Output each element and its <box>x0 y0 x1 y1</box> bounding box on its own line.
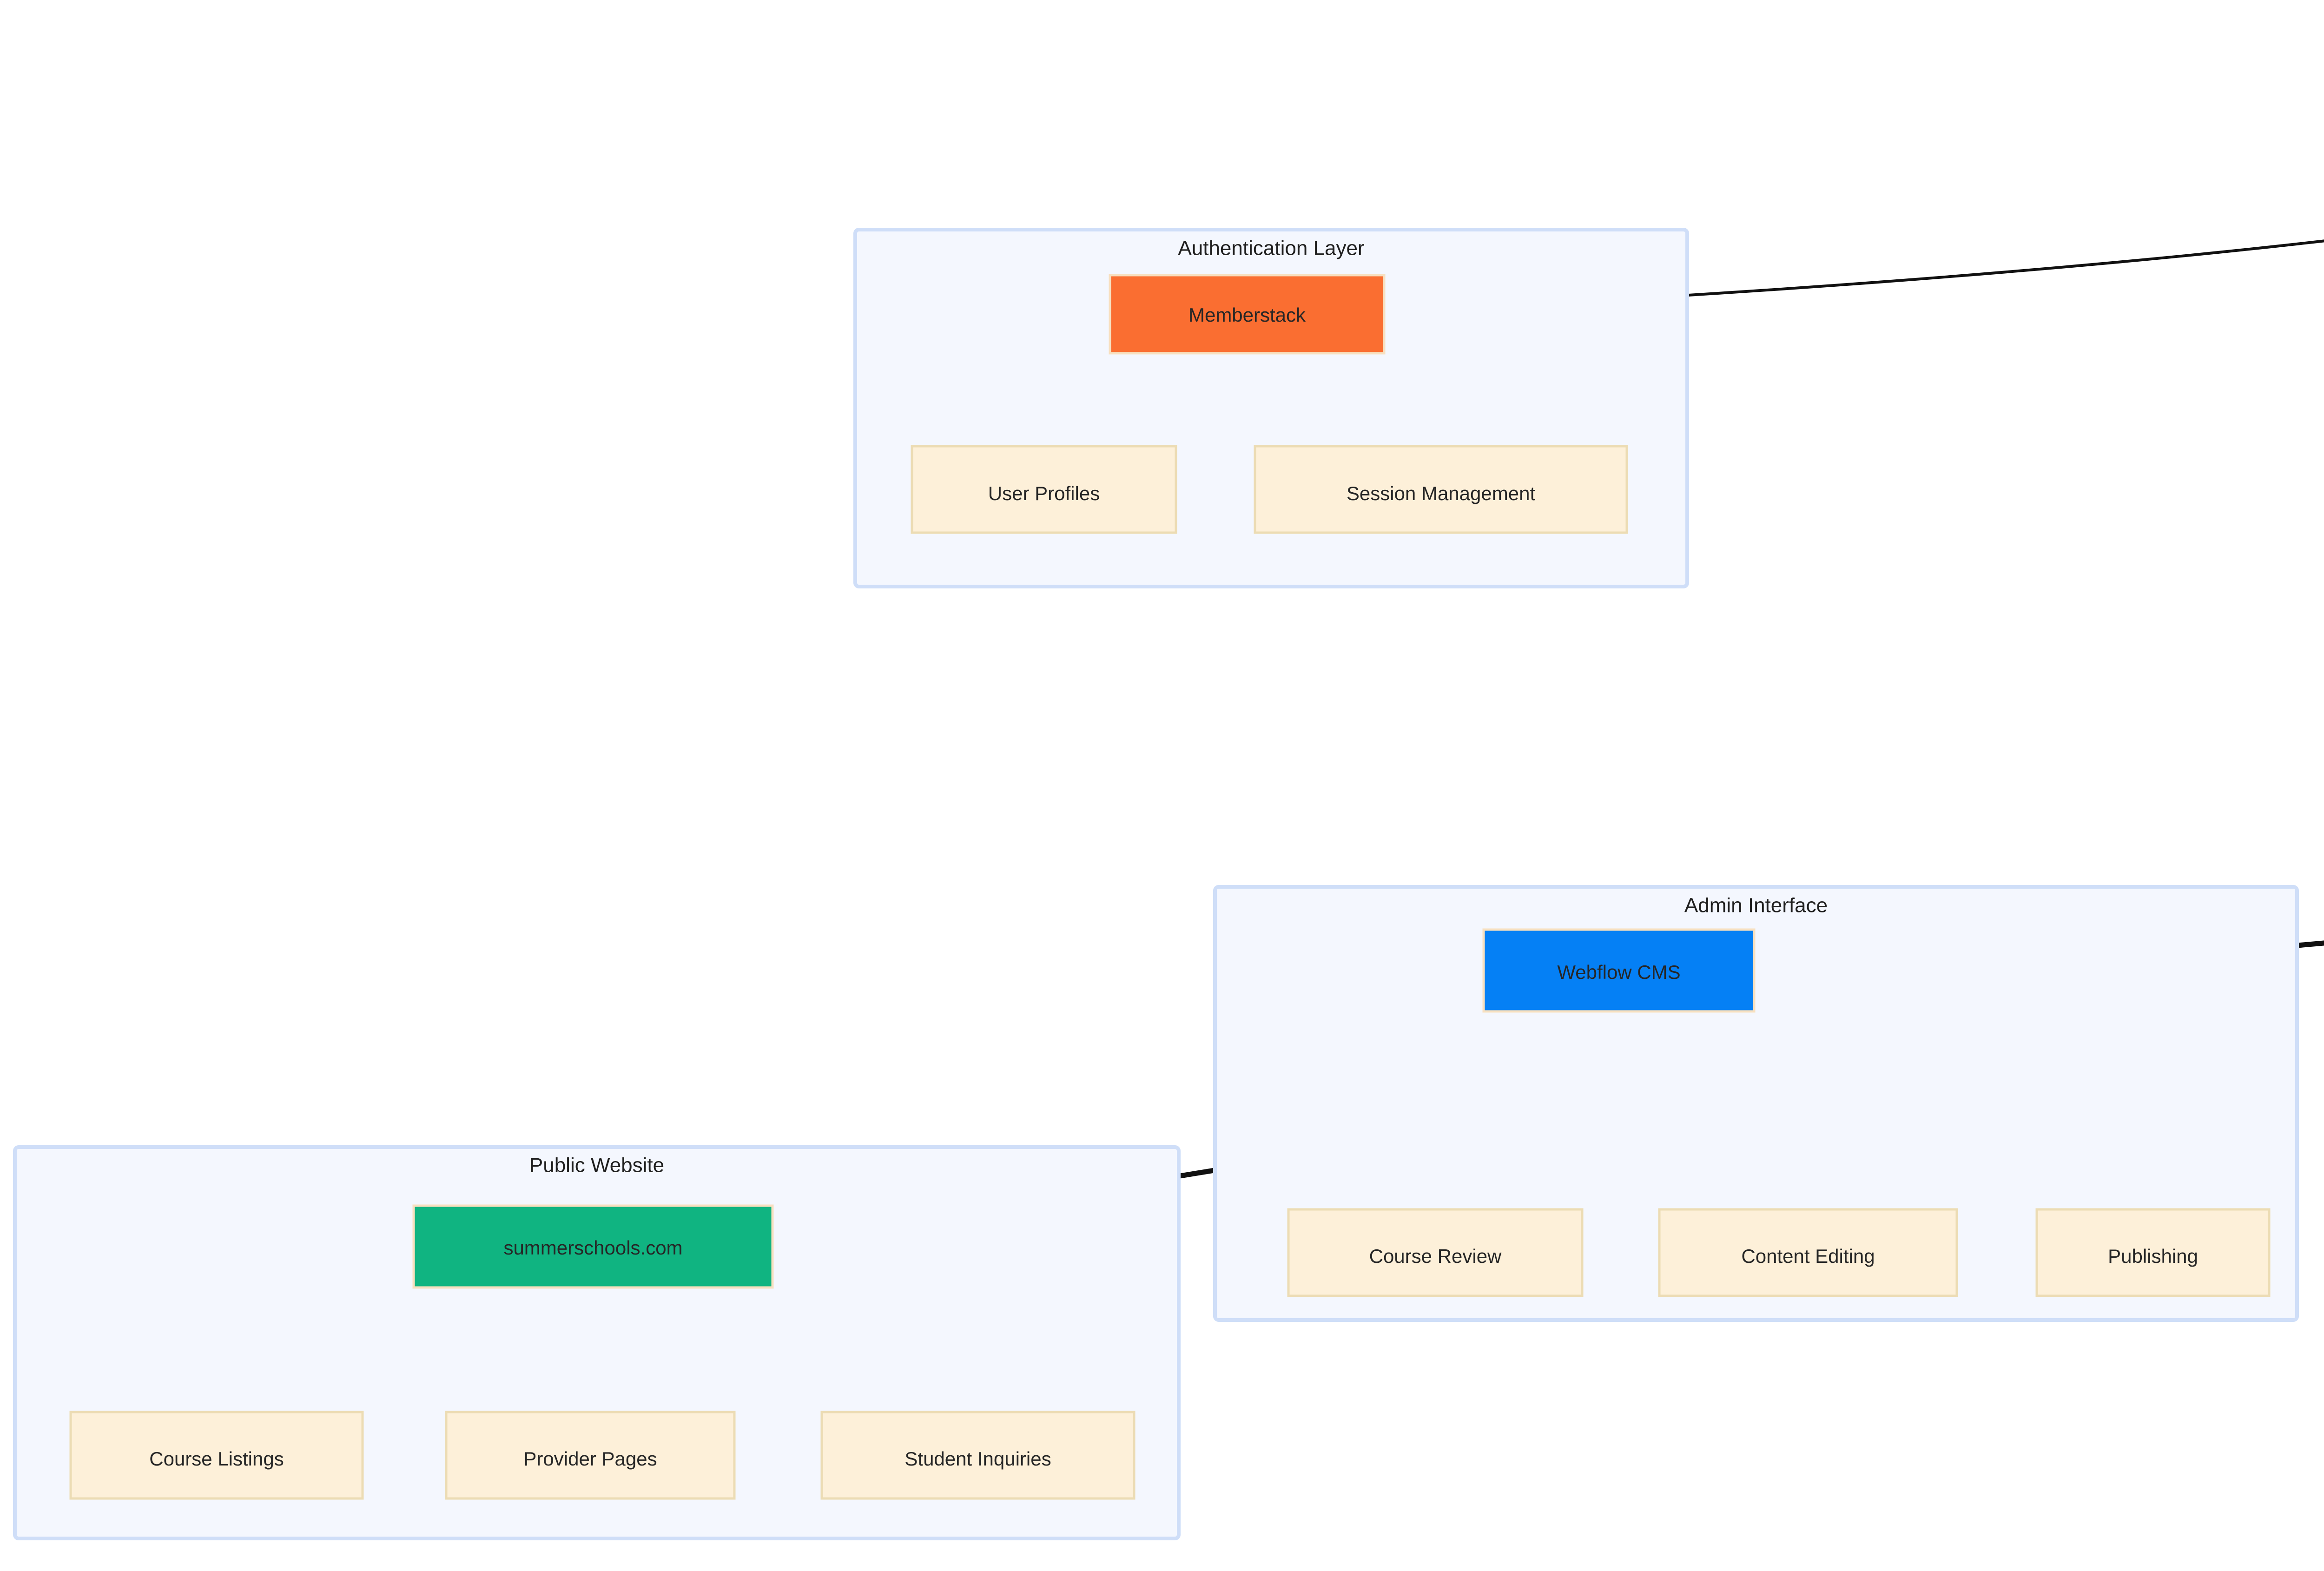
node-session-management[interactable]: Session Management <box>1254 445 1628 534</box>
node-provider-pages[interactable]: Provider Pages <box>445 1411 736 1500</box>
node-student-inquiries[interactable]: Student Inquiries <box>820 1411 1136 1500</box>
node-webflow-cms[interactable]: Webflow CMS <box>1482 928 1756 1013</box>
cluster-title-public-website: Public Website <box>529 1154 664 1177</box>
node-course-review[interactable]: Course Review <box>1287 1208 1584 1297</box>
node-memberstack[interactable]: Memberstack <box>1109 274 1386 355</box>
node-course-listings[interactable]: Course Listings <box>69 1411 364 1500</box>
node-publishing[interactable]: Publishing <box>2035 1208 2271 1297</box>
cluster-title-admin-interface: Admin Interface <box>1684 894 1828 917</box>
node-content-editing[interactable]: Content Editing <box>1658 1208 1958 1297</box>
cluster-title-authentication-layer: Authentication Layer <box>1178 237 1364 260</box>
node-user-profiles[interactable]: User Profiles <box>911 445 1177 534</box>
node-summerschools-com[interactable]: summerschools.com <box>412 1204 774 1289</box>
